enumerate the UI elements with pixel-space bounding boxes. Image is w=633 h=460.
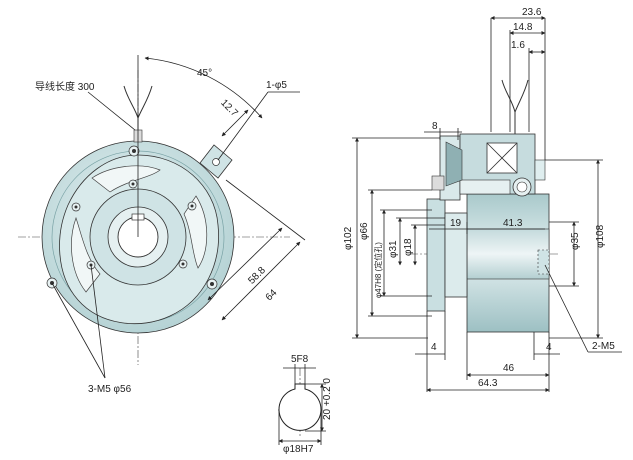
side-screw-label: 2-M5 — [592, 341, 615, 352]
screw-center — [74, 205, 78, 209]
m5-hole — [537, 249, 550, 275]
coil-cross-2 — [486, 142, 518, 174]
bolt-center — [132, 149, 136, 153]
keyway-view: 5F8 20 +0.2 0 φ18H7 — [278, 354, 333, 455]
dim-46: 46 — [503, 363, 515, 374]
dim-phi102: φ102 — [343, 226, 354, 250]
hub-section — [459, 179, 511, 195]
dim-phi18: φ18 — [403, 238, 414, 256]
bearing-inner — [516, 181, 528, 193]
side-screw-leader — [544, 264, 589, 353]
dim-phi35: φ35 — [570, 232, 581, 250]
dim-23-6: 23.6 — [522, 7, 542, 18]
screw-center — [181, 262, 185, 266]
leaf-spring-1 — [91, 165, 161, 193]
dim-58-8-label: 58.8 — [246, 265, 268, 287]
hole-label: 1-φ5 — [266, 80, 287, 91]
wire-strand — [137, 85, 153, 119]
side-wire-strand — [501, 79, 516, 134]
dim-12-7-label: 12.7 — [218, 98, 240, 120]
dim-phi47: φ47H8 (定位孔) — [373, 242, 383, 298]
keyway-diameter: φ18H7 — [283, 444, 314, 455]
dim-12-7-line — [221, 109, 249, 137]
dim-phi66: φ66 — [359, 222, 370, 240]
front-screw-label: 3-M5 φ56 — [88, 384, 132, 395]
dim-4-left: 4 — [431, 342, 437, 353]
leaf-spring-2 — [183, 195, 208, 269]
lead-wire-leader — [87, 91, 136, 131]
dim-8: 8 — [432, 121, 438, 132]
dim-phi31: φ31 — [388, 240, 399, 258]
dim-4-right: 4 — [546, 342, 552, 353]
tab-hole — [212, 158, 220, 166]
armature-flange — [426, 198, 446, 312]
dim-14-8: 14.8 — [513, 22, 533, 33]
dim-64-label: 64 — [264, 287, 280, 303]
bolt-center — [210, 282, 214, 286]
side-view: 23.6 14.8 1.6 8 19 41.3 φ102 φ66 φ47H8 (… — [343, 7, 622, 392]
keyway-bore — [278, 383, 322, 431]
set-screw — [431, 175, 445, 191]
screw-center — [190, 204, 194, 208]
spring-section — [445, 141, 463, 187]
screw-center — [131, 182, 135, 186]
screw-leader-1 — [90, 264, 106, 379]
angle-label: 45° — [197, 68, 212, 79]
mounting-tab — [199, 144, 233, 179]
keyway-depth: 20 +0.2 0 — [322, 378, 333, 420]
dim-19: 19 — [450, 218, 462, 229]
angle-arc — [144, 56, 263, 119]
lead-wire-label: 导线长度 300 — [35, 80, 95, 93]
hub-cylinder — [444, 212, 468, 298]
dim-64-3: 64.3 — [478, 378, 498, 389]
keyway-width: 5F8 — [291, 354, 309, 365]
dim-64-line — [221, 241, 301, 321]
dim-ext-line — [225, 179, 306, 241]
side-wire-strand — [514, 79, 529, 113]
mount-bracket — [534, 159, 546, 181]
dim-1-6: 1.6 — [511, 40, 525, 51]
housing-bore — [466, 228, 550, 280]
screw-leader-2 — [51, 282, 106, 379]
dim-phi108: φ108 — [595, 224, 606, 248]
dim-41-3: 41.3 — [503, 218, 523, 229]
front-view: 45° 1-φ5 12.7 导线长度 300 58.8 64 3-M5 φ56 — [18, 55, 306, 395]
